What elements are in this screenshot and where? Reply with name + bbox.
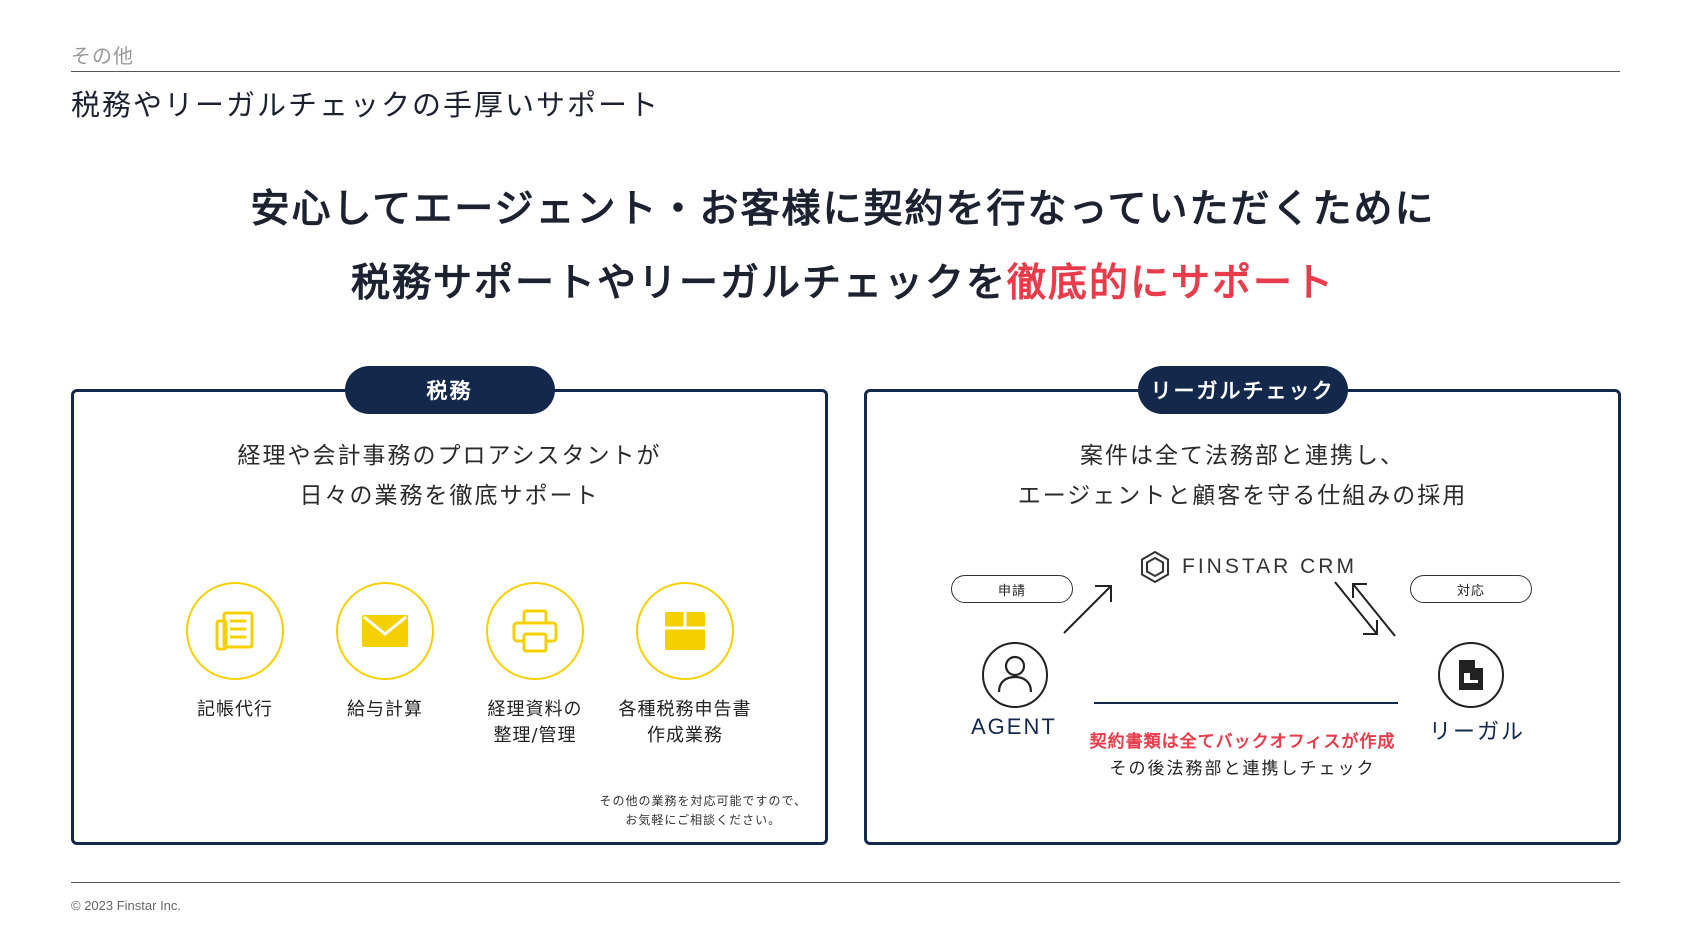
section-label: その他 <box>71 44 134 68</box>
legal-description-line-2: エージェントと顧客を守る仕組みの採用 <box>1017 483 1468 509</box>
legal-panel: リーガルチェック 案件は全て法務部と連携し、 エージェントと顧客を守る仕組みの採… <box>864 366 1621 845</box>
copyright: © 2023 Finstar Inc. <box>71 898 182 913</box>
tax-note: その他の業務を対応可能ですので、 お気軽にご相談ください。 <box>599 792 807 830</box>
item-label-line: 給与計算 <box>347 699 423 720</box>
item-label-line: 記帳代行 <box>197 699 273 720</box>
item-label-payroll: 給与計算 <box>300 697 470 723</box>
crm-name: FINSTAR CRM <box>1182 555 1357 578</box>
tax-note-line-1: その他の業務を対応可能ですので、 <box>599 794 807 808</box>
up-arrow-icon <box>1063 585 1112 634</box>
tax-pill: 税務 <box>344 366 555 414</box>
box-icon <box>636 582 734 680</box>
backoffice-text: 契約書類は全てバックオフィスが作成 <box>1089 732 1396 752</box>
document-icon <box>1459 660 1483 690</box>
headline-line-1: 安心してエージェント・お客様に契約を行なっていただくために <box>250 187 1436 232</box>
printer-icon <box>486 582 584 680</box>
item-label-tax-returns: 各種税務申告書 作成業務 <box>600 697 770 749</box>
headline-line-2-accent: 徹底的にサポート <box>1007 261 1336 306</box>
legal-description-line-1: 案件は全て法務部と連携し、 <box>1080 443 1405 469</box>
legal-avatar <box>1438 642 1504 708</box>
tax-description-line-1: 経理や会計事務のプロアシスタントが <box>237 443 662 469</box>
tax-note-line-2: お気軽にご相談ください。 <box>625 813 782 827</box>
legal-description: 案件は全て法務部と連携し、 エージェントと顧客を守る仕組みの採用 <box>867 436 1618 516</box>
respond-pill: 対応 <box>1410 575 1532 603</box>
agent-label: AGENT <box>971 714 1057 739</box>
legal-label: リーガル <box>1429 720 1526 745</box>
ledger-icon <box>186 582 284 680</box>
center-divider <box>1094 702 1398 704</box>
item-label-accounting-docs: 経理資料の 整理/管理 <box>450 697 620 749</box>
apply-pill: 申請 <box>951 575 1073 603</box>
crm-logo: FINSTAR CRM <box>1138 550 1357 584</box>
item-label-line: 各種税務申告書 <box>618 699 752 720</box>
page-title: 税務やリーガルチェックの手厚いサポート <box>71 88 661 122</box>
finstar-logo-icon <box>1141 550 1169 584</box>
tax-description: 経理や会計事務のプロアシスタントが 日々の業務を徹底サポート <box>74 436 825 516</box>
tax-description-line-2: 日々の業務を徹底サポート <box>299 483 600 509</box>
top-divider <box>71 71 1620 72</box>
agent-avatar <box>982 642 1048 708</box>
item-label-line: 作成業務 <box>647 725 723 746</box>
exchange-arrows-icon <box>1334 581 1396 637</box>
item-label-line: 経理資料の <box>487 699 583 720</box>
person-icon <box>997 655 1033 693</box>
headline-line-2: 税務サポートやリーガルチェックを徹底的にサポート <box>0 252 1686 308</box>
item-label-bookkeeping: 記帳代行 <box>150 697 320 723</box>
tax-panel: 税務 経理や会計事務のプロアシスタントが 日々の業務を徹底サポート 記帳代行 給… <box>71 366 828 845</box>
headline-line-2-plain: 税務サポートやリーガルチェックを <box>350 261 1007 306</box>
item-label-line: 整理/管理 <box>493 725 577 746</box>
legal-check-text: その後法務部と連携しチェック <box>1109 759 1376 779</box>
legal-pill: リーガルチェック <box>1137 366 1348 414</box>
bottom-divider <box>71 882 1620 883</box>
envelope-icon <box>336 582 434 680</box>
